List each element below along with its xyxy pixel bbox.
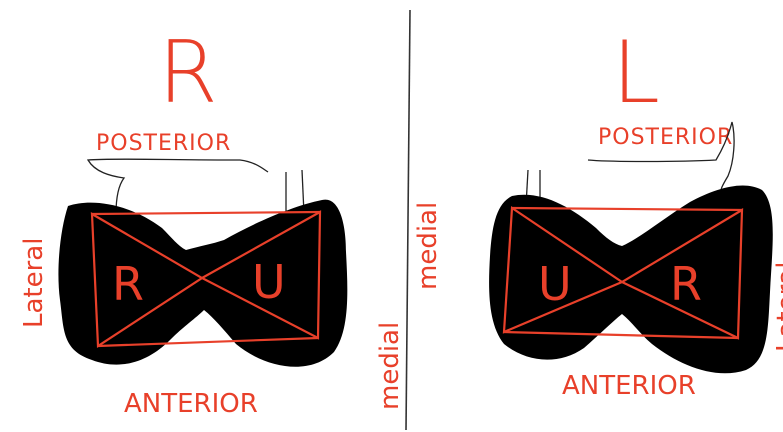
left-bottom-edge: [97, 336, 319, 348]
right-posterior-label: POSTERIOR: [598, 125, 733, 150]
right-posterior-bracket: [587, 121, 735, 197]
right-triangle-letter-right: R: [670, 257, 702, 311]
left-triangle-right: [199, 210, 322, 340]
right-anterior-label: ANTERIOR: [562, 371, 696, 401]
left-side-letter: R: [158, 23, 218, 123]
right-triangle-right: [619, 208, 744, 340]
center-divider: [405, 9, 411, 431]
left-medial-label: medial: [375, 322, 405, 410]
right-triangle-letter-left: U: [538, 257, 572, 311]
left-anterior-label: ANTERIOR: [124, 389, 258, 419]
left-panel: R POSTERIOR R U ANTERIOR Lateral medial: [19, 23, 405, 419]
right-triangle-left: [502, 206, 625, 334]
right-panel: L POSTERIOR U R ANTERIOR medial Lateral: [413, 23, 783, 401]
left-top-edge: [91, 210, 321, 216]
right-bottom-edge: [503, 330, 739, 340]
left-triangle-letter-left: R: [112, 257, 144, 311]
left-triangle-left: [90, 212, 205, 348]
left-lateral-label: Lateral: [19, 238, 49, 328]
right-bowtie-shape: [489, 185, 773, 374]
left-posterior-bracket: [86, 158, 269, 215]
right-side-letter: L: [612, 23, 660, 123]
right-lateral-label: Lateral: [772, 262, 783, 352]
left-triangle-letter-right: U: [252, 255, 286, 309]
left-posterior-label: POSTERIOR: [96, 131, 231, 156]
right-medial-label: medial: [413, 202, 443, 290]
right-top-edge: [511, 206, 743, 212]
